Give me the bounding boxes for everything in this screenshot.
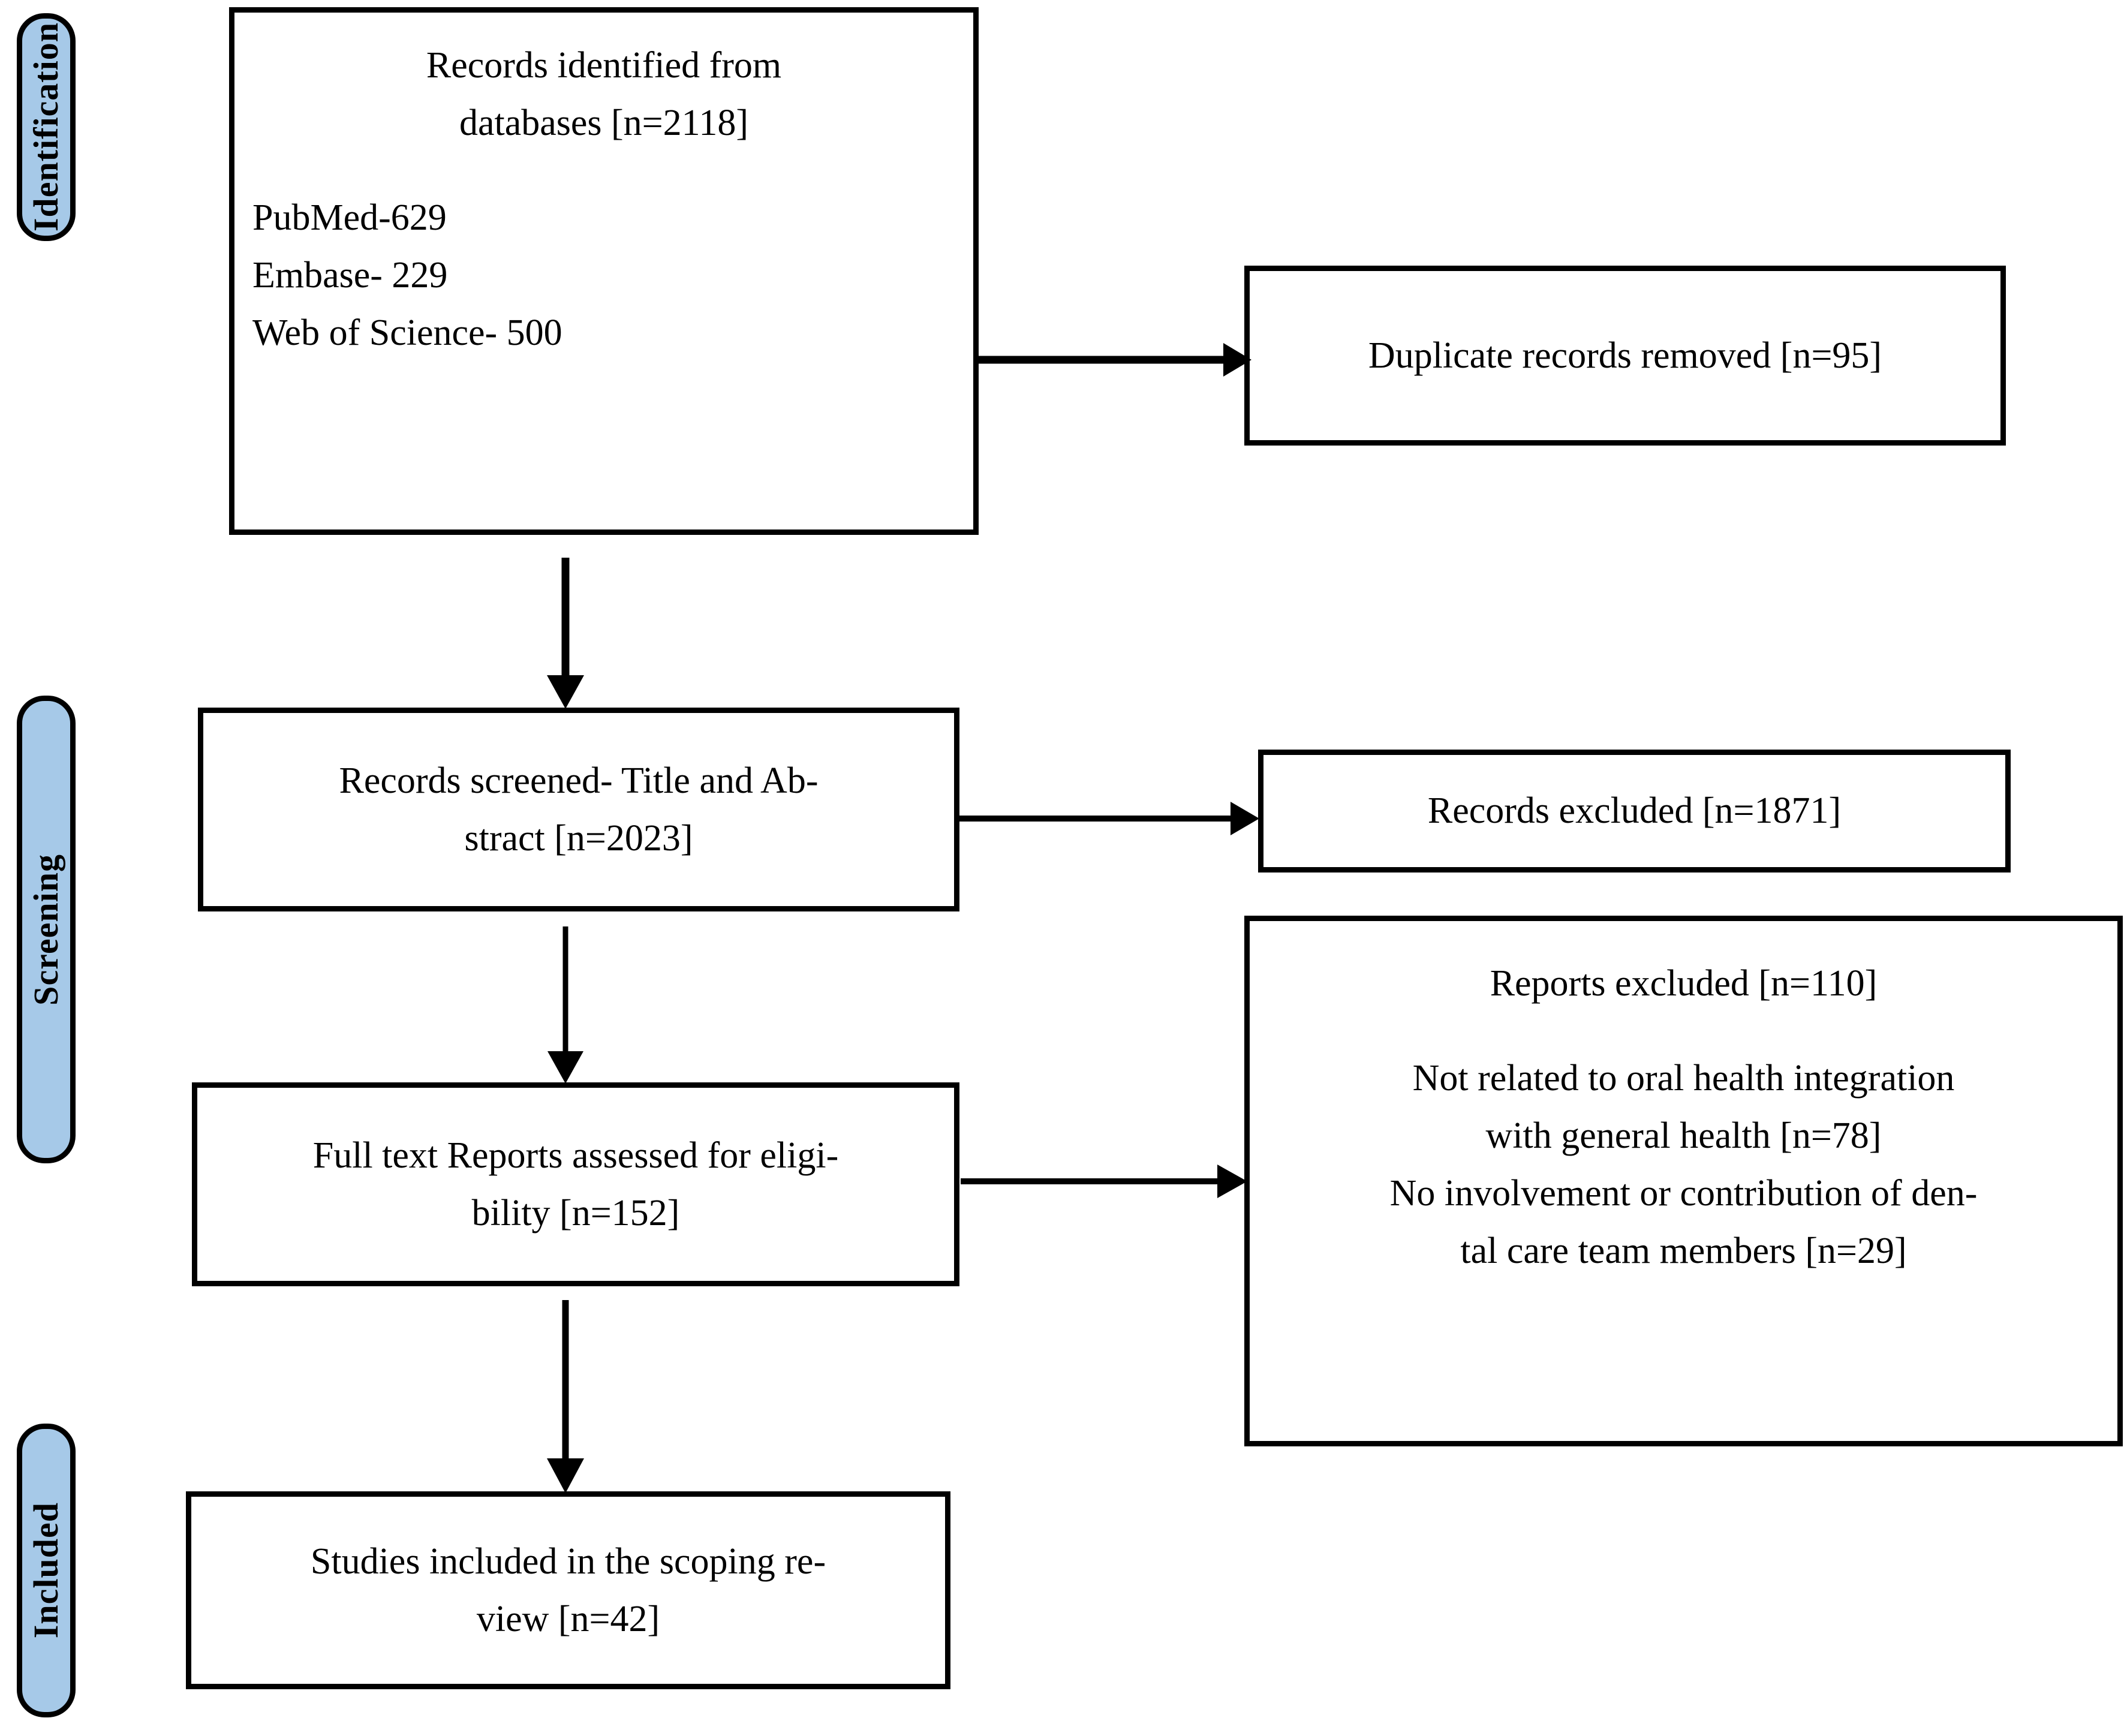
box-records-excluded: Records excluded [n=1871]: [1258, 750, 2011, 872]
records-identified-source-pubmed: PubMed-629: [252, 197, 447, 239]
connector-assessed-to-reports-excluded: [961, 1157, 1247, 1205]
box-reports-assessed-eligibility: Full text Reports assessed for eligi- bi…: [192, 1082, 959, 1286]
stage-tab-identification-label: Identification: [26, 22, 65, 232]
connector-identified-to-screened: [540, 558, 591, 709]
records-screened-line-1: Records screened- Title and Ab-: [339, 760, 819, 801]
stage-tab-included-label: Included: [26, 1502, 65, 1639]
stage-tab-screening: Screening: [17, 696, 76, 1163]
reports-excluded-reason-2-line-2: tal care team members [n=29]: [1460, 1230, 1907, 1272]
records-screened-line-2: stract [n=2023]: [464, 818, 693, 859]
studies-included-line-1: Studies included in the scoping re-: [310, 1541, 826, 1582]
records-identified-title-line-2: databases [n=2118]: [459, 103, 748, 144]
records-identified-source-web-of-science: Web of Science- 500: [252, 312, 562, 354]
box-studies-included: Studies included in the scoping re- view…: [186, 1491, 950, 1689]
box-records-screened: Records screened- Title and Ab- stract […: [198, 708, 959, 911]
studies-included-line-2: view [n=42]: [476, 1599, 660, 1639]
connector-identified-to-duplicates: [979, 336, 1251, 384]
duplicate-records-removed-line-1: Duplicate records removed [n=95]: [1368, 335, 1882, 376]
reports-assessed-line-2: bility [n=152]: [471, 1193, 680, 1233]
connector-screened-to-reports-assessed: [540, 926, 591, 1084]
connector-assessed-to-studies-included: [540, 1300, 591, 1493]
reports-excluded-spacer: [1268, 1012, 2099, 1049]
reports-excluded-line-1: Reports excluded [n=110]: [1490, 963, 1878, 1004]
box-duplicate-records-removed: Duplicate records removed [n=95]: [1244, 266, 2006, 446]
records-identified-title-line-1: Records identified from: [426, 45, 782, 86]
records-identified-source-embase: Embase- 229: [252, 255, 448, 296]
box-reports-excluded: Reports excluded [n=110] Not related to …: [1244, 916, 2123, 1446]
reports-excluded-reason-1-line-2: with general health [n=78]: [1485, 1115, 1882, 1157]
records-excluded-line-1: Records excluded [n=1871]: [1427, 790, 1842, 832]
box-records-identified: Records identified from databases [n=211…: [229, 7, 979, 535]
stage-tab-identification: Identification: [17, 13, 76, 241]
reports-excluded-reason-1-line-1: Not related to oral health integration: [1412, 1058, 1955, 1099]
stage-tab-screening-label: Screening: [26, 853, 65, 1006]
reports-assessed-line-1: Full text Reports assessed for eligi-: [312, 1135, 839, 1176]
stage-tab-included: Included: [17, 1424, 76, 1717]
connector-screened-to-records-excluded: [959, 795, 1259, 843]
records-identified-spacer: [252, 152, 955, 189]
reports-excluded-reason-2-line-1: No involvement or contribution of den-: [1389, 1173, 1978, 1214]
